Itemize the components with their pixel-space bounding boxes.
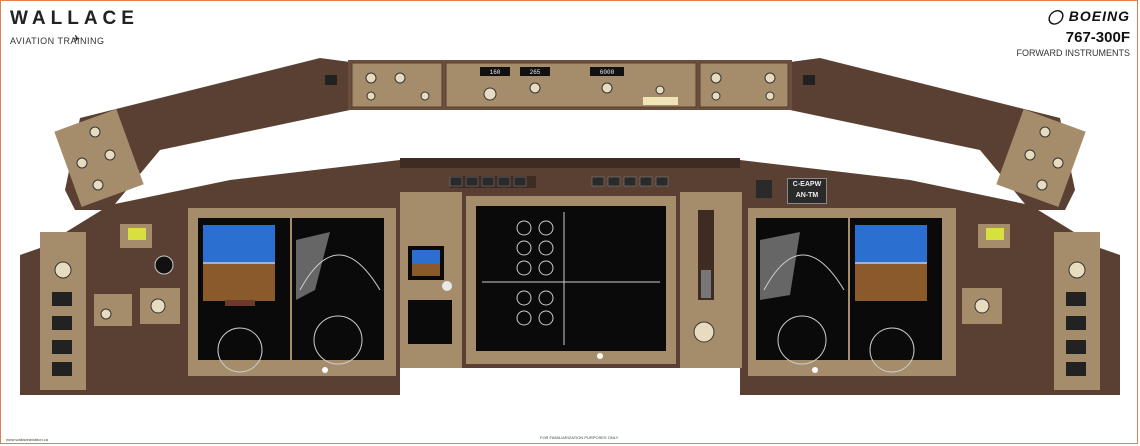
eicas-gauge	[516, 290, 532, 306]
mcp-knob	[711, 91, 721, 101]
footer-disclaimer: FOR FAMILIARIZATION PURPOSES ONLY	[540, 435, 619, 440]
left-switch	[52, 316, 72, 330]
mcp-knob	[529, 82, 541, 94]
standby-display	[408, 300, 452, 344]
mcp-altitude-window: 6000	[600, 69, 615, 76]
left-annunciator	[128, 228, 146, 240]
gear-lever	[701, 270, 711, 298]
boeing-globe-icon: ◯	[1047, 8, 1064, 24]
eicas-gauge	[516, 240, 532, 256]
nd-range-arc	[777, 315, 827, 365]
pfd-heading-arc	[869, 327, 915, 373]
panel-base	[400, 368, 740, 395]
eicas-gauge	[516, 310, 532, 326]
right-switch	[1066, 362, 1086, 376]
standby-clock	[154, 255, 174, 275]
warning-button	[465, 176, 479, 187]
brand-name: WALLACE	[10, 8, 139, 29]
warning-button	[639, 176, 653, 187]
left-switch	[52, 340, 72, 354]
eicas-display	[476, 206, 666, 351]
light-knob	[1024, 149, 1036, 161]
eicas-gauge	[516, 260, 532, 276]
light-knob	[1052, 157, 1064, 169]
eicas-gauge	[538, 310, 554, 326]
pfd-ground	[855, 263, 927, 301]
left-selector-knob	[150, 298, 166, 314]
warning-button	[449, 176, 463, 187]
right-annunciator	[986, 228, 1004, 240]
right-brightness-knob	[1068, 261, 1086, 279]
mcp-speed-window: 160	[490, 69, 501, 76]
eicas-gauge	[538, 240, 554, 256]
pfd-heading-arc	[217, 327, 263, 373]
eicas-gauge	[516, 220, 532, 236]
left-switch	[52, 362, 72, 376]
eicas-gauge	[538, 260, 554, 276]
airplane-icon: ✈	[72, 34, 81, 45]
right-switch	[1066, 340, 1086, 354]
left-brightness-knob	[54, 261, 72, 279]
pfd-sky	[855, 225, 927, 263]
efis-control-right	[699, 62, 789, 108]
right-selector-knob	[974, 298, 990, 314]
light-knob	[92, 179, 104, 191]
nd-range-arc	[313, 315, 363, 365]
brand-subtitle: AVIATION TRAINING	[10, 36, 105, 46]
warning-button	[655, 176, 669, 187]
aircraft-registration-placard: C-EAPW AN-TM	[787, 178, 827, 204]
pfd-ground	[203, 263, 275, 301]
pfd-sky	[203, 225, 275, 263]
warning-button	[481, 176, 495, 187]
light-knob	[1036, 179, 1048, 191]
mcp-knob	[765, 91, 775, 101]
light-knob	[89, 126, 101, 138]
mcp-knob	[365, 72, 377, 84]
left-selector-knob	[100, 308, 112, 320]
efis-control-left	[351, 62, 443, 108]
boeing-block: ◯ BOEING 767-300F FORWARD INSTRUMENTS	[1017, 8, 1131, 58]
brand-block: WALLACE ✈ AVIATION TRAINING	[10, 8, 139, 46]
warning-button	[497, 176, 511, 187]
mcp-knob	[601, 82, 613, 94]
footer-website: www.wallaceaviation.ca	[6, 437, 49, 442]
left-switch	[52, 292, 72, 306]
light-knob	[76, 157, 88, 169]
light-knob	[1039, 126, 1051, 138]
mcp-knob	[420, 91, 430, 101]
eicas-gauge	[538, 290, 554, 306]
warning-button	[591, 176, 605, 187]
warning-button	[623, 176, 637, 187]
aircraft-model: 767-300F	[1065, 29, 1130, 46]
boeing-logo: ◯ BOEING	[1017, 8, 1131, 25]
eicas-gauge	[538, 220, 554, 236]
mcp-knob	[655, 85, 665, 95]
light-knob	[104, 149, 116, 161]
registration-line-2: AN-TM	[795, 192, 819, 199]
mcp-knob	[394, 72, 406, 84]
nd-weather	[760, 232, 800, 300]
mcp-knob	[710, 72, 722, 84]
warning-button	[513, 176, 527, 187]
right-switch	[1066, 292, 1086, 306]
mcp-knob	[366, 91, 376, 101]
right-switch	[1066, 316, 1086, 330]
manufacturer-name: BOEING	[1068, 8, 1130, 24]
view-title: FORWARD INSTRUMENTS	[1016, 48, 1131, 58]
mcp-knob	[764, 72, 776, 84]
mcp-knob	[483, 87, 497, 101]
mcp-heading-window: 265	[530, 69, 541, 76]
warning-button	[607, 176, 621, 187]
autobrake-knob	[693, 321, 715, 343]
registration-line-1: C-EAPW	[792, 181, 822, 188]
